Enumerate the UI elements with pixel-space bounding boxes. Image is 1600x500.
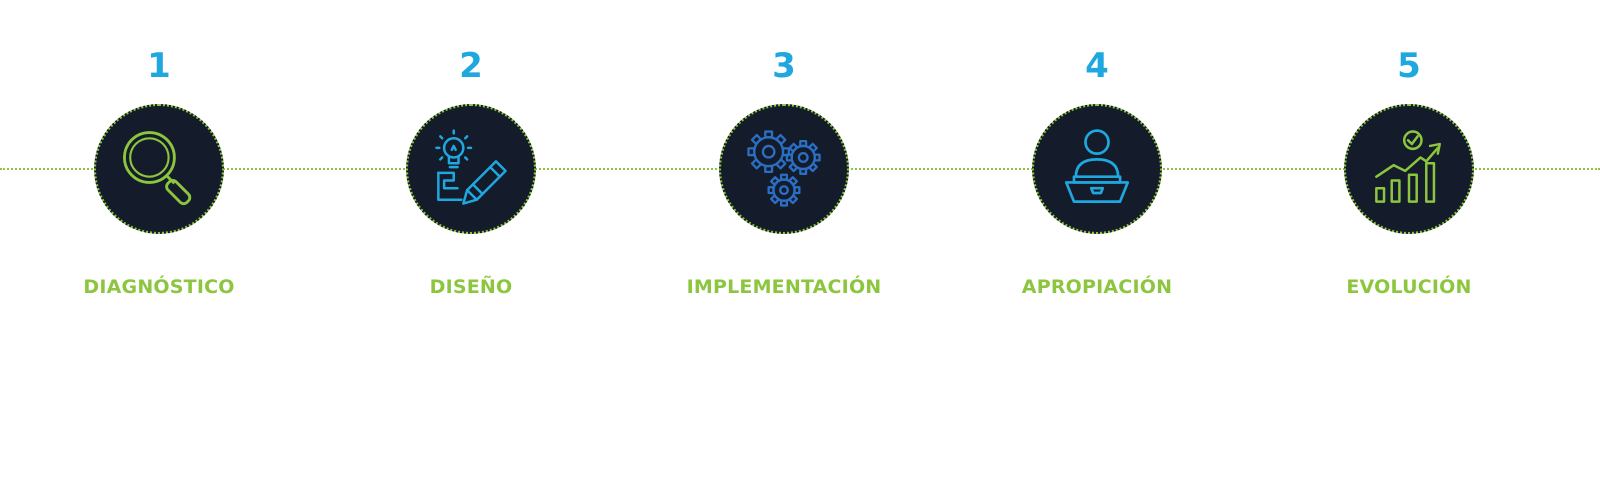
step-circle — [406, 104, 536, 234]
step-2: 2 — [351, 0, 591, 320]
step-1: 1 DIAGNÓSTICO — [39, 0, 279, 320]
growth-chart-icon — [1361, 121, 1457, 217]
step-number: 5 — [1397, 46, 1421, 86]
step-4: 4 APROPIACIÓN — [977, 0, 1217, 320]
user-laptop-icon — [1049, 121, 1145, 217]
step-label: IMPLEMENTACIÓN — [686, 276, 882, 298]
step-label: EVOLUCIÓN — [1346, 276, 1472, 298]
step-circle — [719, 104, 849, 234]
step-circle — [1032, 104, 1162, 234]
step-number: 3 — [772, 46, 796, 86]
magnifier-icon — [111, 121, 207, 217]
step-label: DISEÑO — [429, 276, 513, 298]
idea-pencil-icon — [423, 121, 519, 217]
step-number: 2 — [459, 46, 483, 86]
step-number: 4 — [1085, 46, 1109, 86]
step-5: 5 EVOLUCIÓN — [1289, 0, 1529, 320]
gears-icon — [736, 121, 832, 217]
step-label: DIAGNÓSTICO — [83, 276, 235, 298]
step-3: 3 — [664, 0, 904, 320]
step-circle — [1344, 104, 1474, 234]
step-circle — [94, 104, 224, 234]
step-label: APROPIACIÓN — [1021, 276, 1173, 298]
step-number: 1 — [147, 46, 171, 86]
